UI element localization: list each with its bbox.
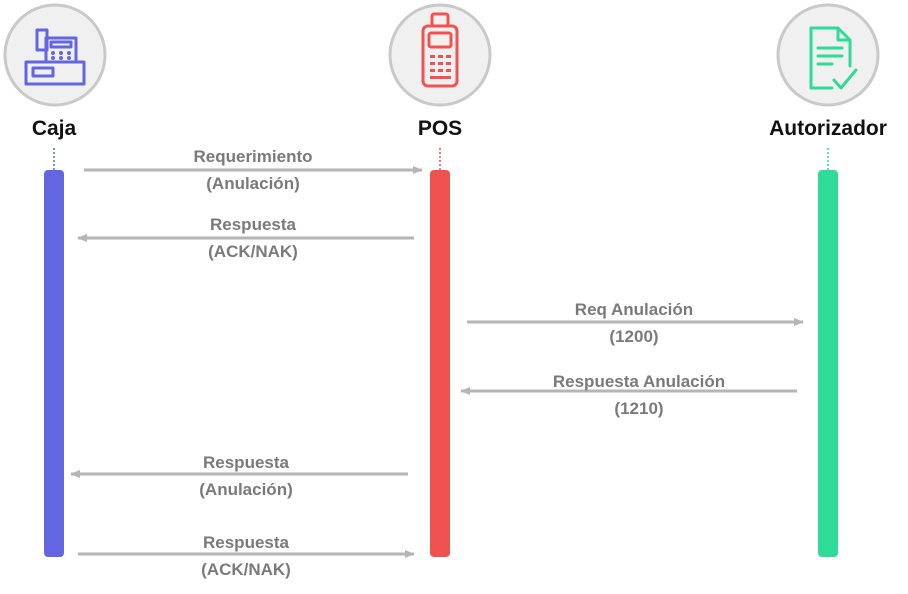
message-1: Requerimiento (Anulación) [84,147,423,193]
autorizador-activation-bar [818,170,838,557]
actor-pos: POS [388,3,492,557]
message-label: Requerimiento [193,147,312,166]
message-label: Respuesta [203,533,290,552]
message-sublabel: (1200) [609,327,658,346]
signed-document-icon [809,26,858,90]
actor-autorizador: Autorizador [769,3,887,557]
message-6: Respuesta (ACK/NAK) [78,533,415,579]
caja-activation-bar [44,170,64,557]
message-label: Req Anulación [575,300,693,319]
pos-terminal-icon [421,12,459,88]
actor-pos-name: POS [418,117,462,140]
message-label: Respuesta Anulación [553,372,725,391]
cash-register-icon [24,28,86,86]
message-5: Respuesta (Anulación) [70,453,408,499]
message-sublabel: (Anulación) [199,480,293,499]
pos-terminal-keys [430,55,451,79]
message-sublabel: (ACK/NAK) [201,560,291,579]
caja-icon-circle [3,3,107,107]
cash-register-keys [51,51,71,60]
message-label: Respuesta [203,453,290,472]
message-3: Req Anulación (1200) [467,300,804,346]
actor-caja-name: Caja [32,117,77,140]
message-2: Respuesta (ACK/NAK) [77,215,414,261]
actor-autorizador-name: Autorizador [769,117,887,140]
message-sublabel: (Anulación) [206,174,300,193]
message-sublabel: (1210) [614,399,663,418]
message-sublabel: (ACK/NAK) [208,242,298,261]
pos-activation-bar [430,170,450,557]
actor-caja: Caja [3,3,107,557]
message-label: Respuesta [210,215,297,234]
message-4: Respuesta Anulación (1210) [460,372,797,418]
